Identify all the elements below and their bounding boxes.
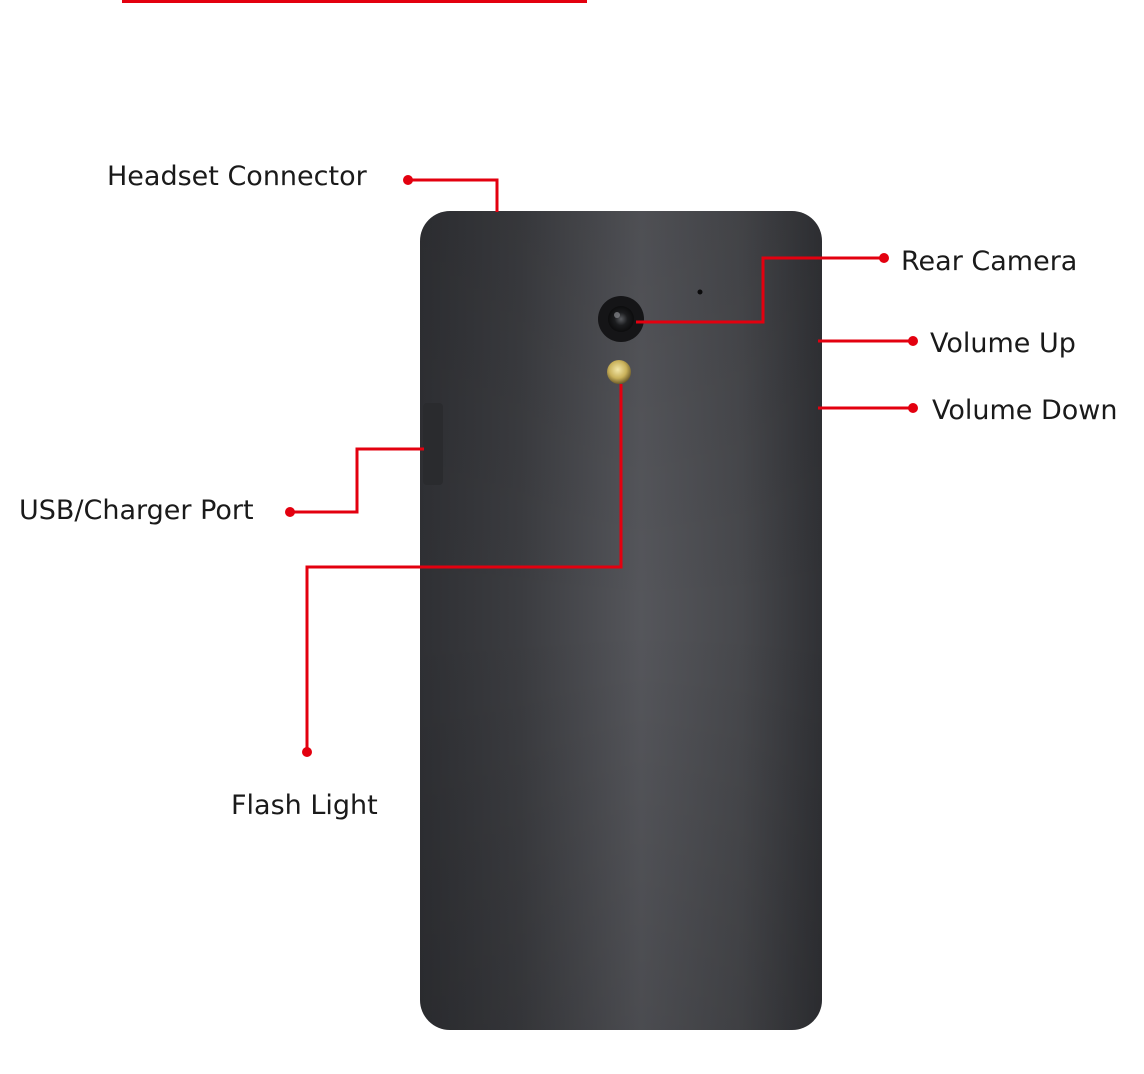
headset-connector-leader (408, 180, 497, 212)
flash-light-dot (302, 747, 312, 757)
mic-hole (698, 290, 703, 295)
rear-camera-dot (879, 253, 889, 263)
volume-down-dot (908, 403, 918, 413)
usb-port-bump (423, 403, 443, 485)
phone-body (420, 211, 822, 1030)
headset-connector-label: Headset Connector (107, 163, 367, 190)
usb-charger-port-dot (285, 507, 295, 517)
rear-camera-label: Rear Camera (901, 248, 1077, 275)
rear-camera-lens (608, 306, 634, 332)
flash-light-label: Flash Light (231, 792, 378, 819)
usb-charger-port-label: USB/Charger Port (19, 497, 254, 524)
volume-up-label: Volume Up (930, 330, 1076, 357)
flash-light-icon (607, 360, 631, 384)
lens-glint (614, 312, 620, 318)
usb-charger-port-leader (290, 449, 424, 512)
volume-down-label: Volume Down (932, 397, 1118, 424)
header-rule (122, 0, 587, 3)
volume-up-dot (908, 336, 918, 346)
headset-connector-dot (403, 175, 413, 185)
